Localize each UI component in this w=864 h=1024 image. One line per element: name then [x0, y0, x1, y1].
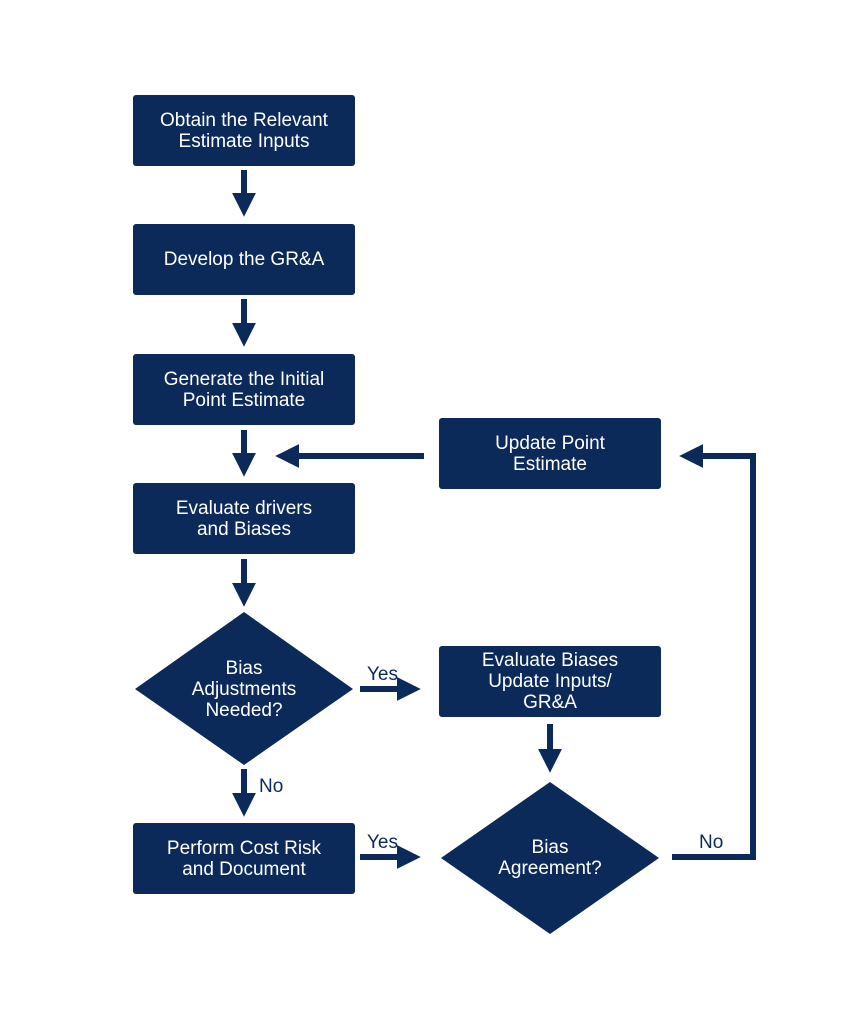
- decision-bias-adjustments: [135, 612, 353, 765]
- step-develop-gra: Develop the GR&A: [133, 224, 355, 295]
- arrow-agreement-no-to-update: [672, 444, 756, 860]
- edge-label-adjustments-yes: Yes: [367, 664, 398, 685]
- decision-bias-adjustments-text: Bias Adjustments Needed?: [191, 657, 297, 721]
- edge-label-agreement-no: No: [699, 832, 724, 853]
- step-generate-initial-estimate: Generate the Initial Point Estimate: [133, 354, 355, 425]
- edge-label-cost-risk-yes: Yes: [367, 832, 398, 853]
- step-perform-cost-risk: Perform Cost Risk and Document: [133, 823, 355, 894]
- step-update-point-estimate: Update Point Estimate: [439, 418, 661, 489]
- step-obtain-inputs: Obtain the Relevant Estimate Inputs: [133, 95, 355, 166]
- step-evaluate-biases: Evaluate Biases Update Inputs/ GR&A: [439, 646, 661, 717]
- decision-bias-agreement: [441, 782, 659, 934]
- edge-label-adjustments-no: No: [259, 776, 284, 797]
- step-evaluate-drivers: Evaluate drivers and Biases: [133, 483, 355, 554]
- decision-bias-agreement-text: Bias Agreement?: [498, 837, 602, 879]
